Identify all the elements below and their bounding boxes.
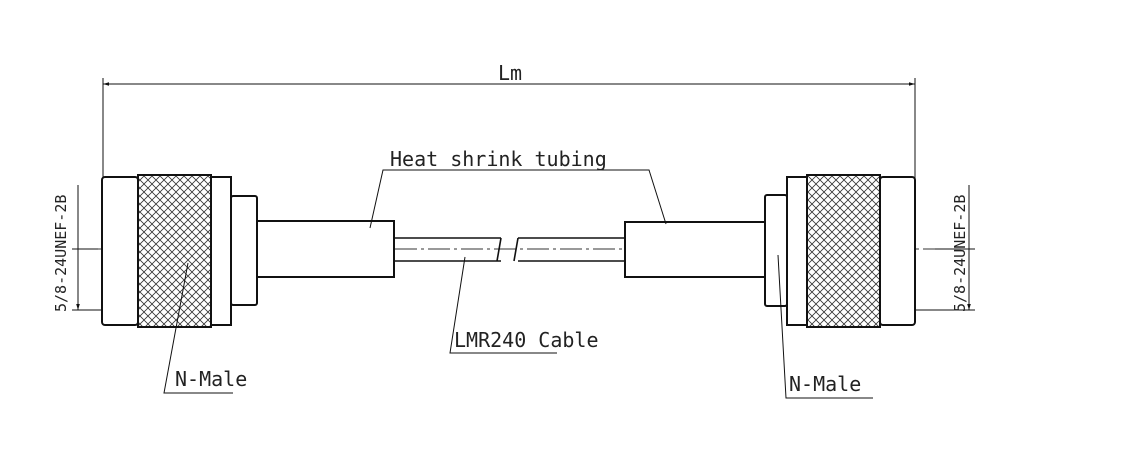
left-cable-break-mark [496, 237, 502, 262]
heat-shrink-label: Heat shrink tubing [390, 147, 607, 171]
cable-label: LMR240 Cable [454, 328, 599, 352]
right-thread-dimension: 5/8-24UNEF-2B [915, 185, 975, 312]
left-n-male-connector [101, 174, 258, 328]
left-n-male-callout: N-Male [163, 262, 247, 394]
right-cable-break-mark [513, 237, 519, 262]
right-n-male-label: N-Male [789, 372, 861, 396]
left-connector-body [230, 195, 258, 306]
right-n-male-callout: N-Male [777, 254, 873, 399]
left-cable-segment [256, 220, 502, 278]
cable-callout: LMR240 Cable [449, 256, 599, 354]
left-thread-label: 5/8-24UNEF-2B [52, 195, 70, 312]
right-connector-nose [879, 176, 916, 326]
right-connector-flange [786, 176, 808, 326]
left-connector-nose [101, 176, 139, 326]
right-n-male-connector [764, 174, 916, 328]
right-heat-shrink-tubing [624, 221, 766, 278]
left-n-male-leader-line [163, 262, 233, 394]
cable-leader-line [449, 256, 557, 354]
heat-shrink-leader-line [369, 169, 667, 229]
dimension-label: Lm [498, 61, 522, 85]
left-n-male-label: N-Male [175, 367, 247, 391]
left-thread-dimension: 5/8-24UNEF-2B [52, 185, 102, 312]
right-thread-label: 5/8-24UNEF-2B [951, 195, 969, 312]
right-n-male-leader-line [777, 254, 873, 399]
right-connector-body [764, 194, 788, 307]
right-cable-segment [513, 221, 766, 278]
left-coupling-nut [137, 174, 212, 328]
left-heat-shrink-tubing [256, 220, 395, 278]
heat-shrink-callout: Heat shrink tubing [369, 147, 667, 229]
length-dimension: Lm [102, 61, 916, 178]
right-coupling-nut [806, 174, 881, 328]
left-connector-flange [210, 176, 232, 326]
